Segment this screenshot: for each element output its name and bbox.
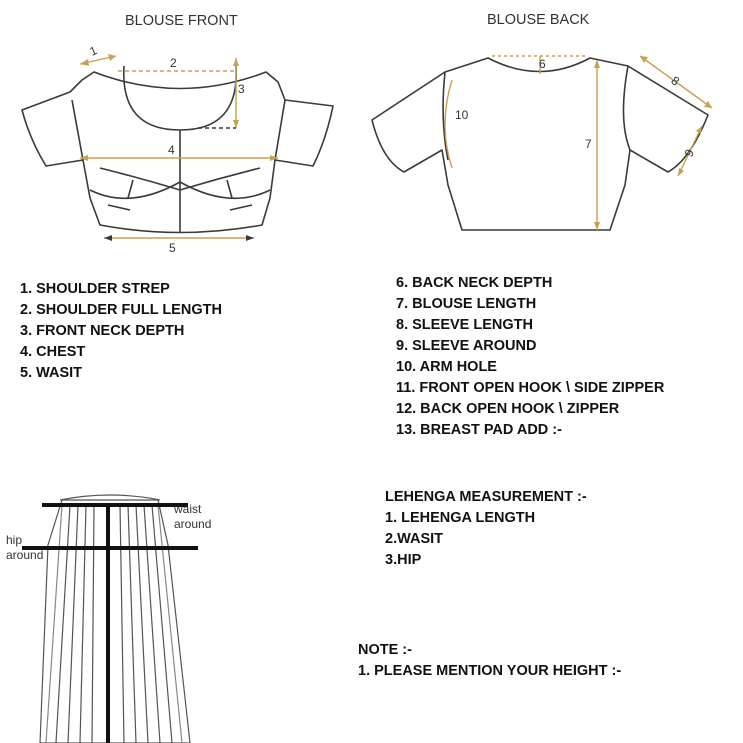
list-item: 9. SLEEVE AROUND bbox=[396, 338, 537, 354]
mark-10: 10 bbox=[455, 108, 469, 122]
list-item: 11. FRONT OPEN HOOK \ SIDE ZIPPER bbox=[396, 380, 665, 396]
blouse-back-title: BLOUSE BACK bbox=[487, 12, 590, 28]
mark-7: 7 bbox=[585, 137, 592, 151]
lehenga-measurement-list: LEHENGA MEASUREMENT :- 1. LEHENGA LENGTH… bbox=[385, 487, 587, 571]
list-item: 2.WASIT bbox=[385, 531, 444, 547]
back-measurement-list: 6. BACK NECK DEPTH 7. BLOUSE LENGTH 8. S… bbox=[396, 273, 664, 441]
lehenga-measures bbox=[22, 503, 198, 743]
lehenga-drawing bbox=[39, 494, 191, 743]
front-measurement-list: 1. SHOULDER STREP 2. SHOULDER FULL LENGT… bbox=[20, 279, 222, 384]
note-block: NOTE :- 1. PLEASE MENTION YOUR HEIGHT :- bbox=[358, 640, 621, 682]
mark-5: 5 bbox=[169, 241, 176, 255]
mark-3: 3 bbox=[238, 82, 245, 96]
mark-2: 2 bbox=[170, 56, 177, 70]
blouse-back-drawing bbox=[371, 57, 709, 231]
list-item: 1. PLEASE MENTION YOUR HEIGHT :- bbox=[358, 663, 622, 679]
blouse-front-title: BLOUSE FRONT bbox=[125, 13, 238, 29]
list-item: 12. BACK OPEN HOOK \ ZIPPER bbox=[396, 401, 620, 417]
hip-around-label: hip around bbox=[6, 533, 44, 562]
mark-4: 4 bbox=[168, 143, 175, 157]
blouse-front-drawing bbox=[21, 65, 334, 234]
list-item: 4. CHEST bbox=[20, 344, 86, 360]
blouse-front-arrowheads bbox=[80, 54, 278, 161]
mark-6: 6 bbox=[539, 57, 546, 71]
list-item: 13. BREAST PAD ADD :- bbox=[396, 422, 562, 438]
blouse-back-measures bbox=[444, 55, 713, 230]
list-item: 3.HIP bbox=[385, 552, 422, 568]
list-item: 3. FRONT NECK DEPTH bbox=[20, 323, 185, 339]
list-item: 6. BACK NECK DEPTH bbox=[396, 275, 553, 291]
list-item: 1. SHOULDER STREP bbox=[20, 281, 170, 297]
list-item: 1. LEHENGA LENGTH bbox=[385, 510, 536, 526]
list-item: 2. SHOULDER FULL LENGTH bbox=[20, 302, 222, 318]
lehenga-title: LEHENGA MEASUREMENT :- bbox=[385, 489, 587, 505]
list-item: 8. SLEEVE LENGTH bbox=[396, 317, 533, 333]
note-title: NOTE :- bbox=[358, 642, 412, 658]
list-item: 5. WASIT bbox=[20, 365, 83, 381]
waist-around-label: waist around bbox=[174, 502, 212, 531]
blouse-front-waist-arrowheads bbox=[104, 235, 254, 241]
list-item: 7. BLOUSE LENGTH bbox=[396, 296, 537, 312]
list-item: 10. ARM HOLE bbox=[396, 359, 497, 375]
blouse-back-arrowheads bbox=[594, 56, 712, 230]
